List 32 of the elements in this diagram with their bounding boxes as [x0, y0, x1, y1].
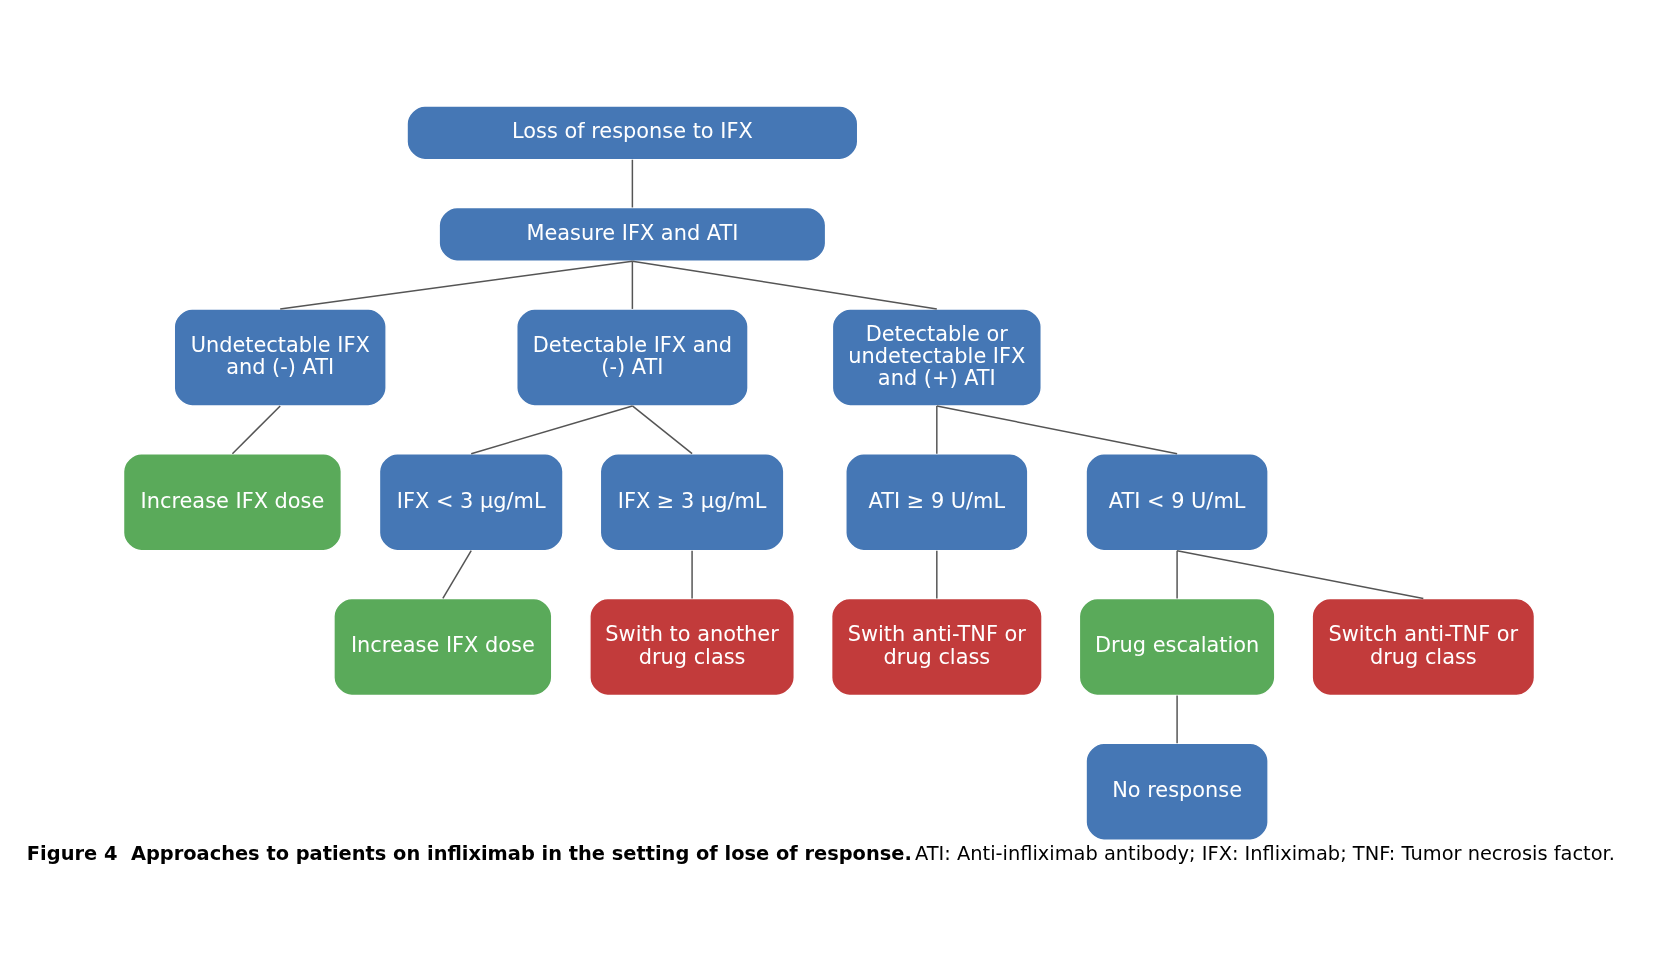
node-box: Drug escalation [1078, 597, 1276, 696]
connector [631, 259, 634, 310]
connector [936, 404, 1178, 454]
node-box: Measure IFX and ATI [438, 206, 827, 262]
node-box: No response [1085, 741, 1269, 841]
connector [936, 549, 938, 599]
connector [1176, 694, 1178, 744]
node-box: Increase IFX dose [333, 597, 553, 696]
node-box: IFX ≥ 3 μg/mL [599, 452, 785, 551]
node-box: IFX < 3 μg/mL [378, 452, 564, 551]
connector [1176, 549, 1178, 599]
node-box: Swith to another drug class [589, 597, 796, 696]
connector [936, 404, 938, 454]
caption: Figure 4 Approaches to patients on infliximab in the setting of lose of response. ATI: Anti-infliximab antibody; IFX: Infliximab; TNF: Tumor necrosis factor. [26, 841, 1615, 865]
node-box: ATI < 9 U/mL [1085, 452, 1269, 551]
node-box: Increase IFX dose [122, 452, 343, 551]
connector [631, 158, 634, 208]
connector [631, 404, 693, 454]
connector [442, 549, 472, 599]
connector [231, 404, 281, 454]
node-box: Loss of response to IFX [406, 104, 859, 160]
node-box: Detectable IFX and (-) ATI [516, 307, 749, 407]
node-box: Undetectable IFX and (-) ATI [173, 307, 387, 407]
connector [279, 259, 634, 310]
connector [470, 404, 634, 454]
connector [631, 259, 938, 310]
node-box: Detectable or undetectable IFX and (+) ATI [831, 307, 1043, 407]
connector [691, 549, 693, 599]
node-box: Swith anti-TNF or drug class [830, 597, 1043, 696]
node-box: Switch anti-TNF or drug class [1311, 597, 1536, 696]
connector [1176, 549, 1425, 599]
node-box: ATI ≥ 9 U/mL [845, 452, 1029, 551]
